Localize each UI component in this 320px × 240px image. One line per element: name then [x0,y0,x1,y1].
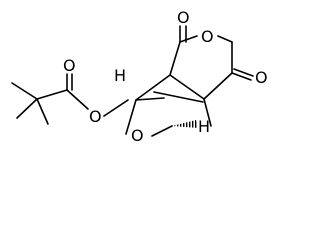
bond-ch-c [203,98,212,127]
bond-ch-co-right [203,72,233,100]
bond-tbu-carbonyl [36,89,68,100]
bond-tbu-me1 [11,82,38,100]
ester-oxygen: O [89,107,102,126]
atom-labels: O O O O O O H H [63,8,268,145]
ester-carbonyl-oxygen: O [63,56,76,75]
bond-carbonyl-ester-o [66,89,89,110]
structure-svg: O O O O O O H H [11,8,268,145]
stereo-hydrogen-right: H [198,117,210,136]
bonds [11,25,254,137]
carbonyl-oxygen-right: O [255,68,268,87]
bond-carbonyl-right-a [231,72,252,81]
bond-o-co-right [217,35,233,43]
bridge-oxygen: O [131,126,144,145]
bond-bridgehead-ch [135,74,171,101]
molecule-diagram: O O O O O O H H [11,8,268,145]
bond-ester-o-bridgehead [103,99,129,117]
bond-carbonyl-right-b [233,68,254,77]
carbonyl-oxygen-top: O [177,8,190,27]
bond-bridge-o-right [151,125,173,137]
bond-bridgehead-alkene [135,97,165,101]
anhydride-oxygen: O [201,27,214,46]
bond-alkene-double [153,91,204,103]
bond-ch-ch [169,74,205,100]
bond-tbu-me3 [36,98,49,125]
bond-co-left-o [179,35,198,43]
bond-ch-co-left [169,41,181,76]
stereo-hash-wedge [172,120,198,128]
stereo-hydrogen-left: H [114,66,126,85]
bond-bridgehead-o-left [125,99,137,135]
bond-tbu-me2 [16,98,38,119]
